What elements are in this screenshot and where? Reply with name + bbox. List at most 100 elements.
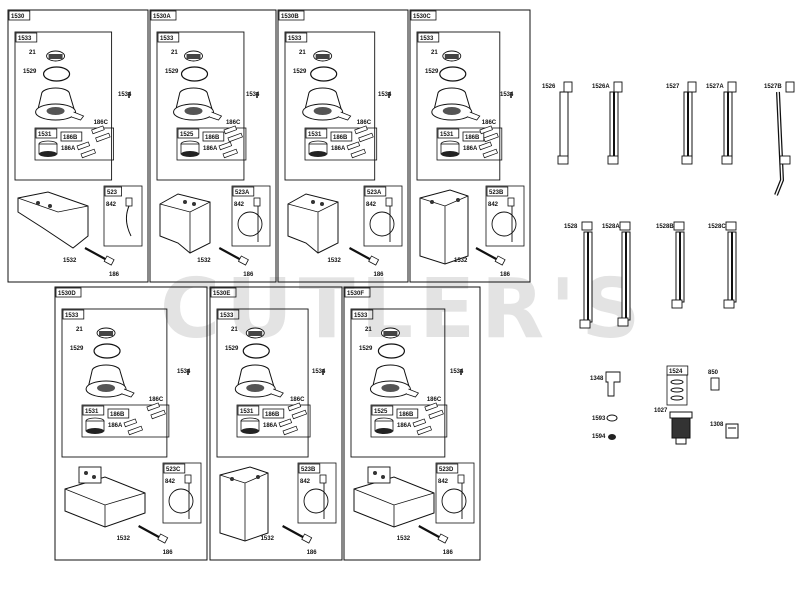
kit-frame [666,374,688,406]
part-number-tag [177,128,200,139]
cap-shape [315,54,330,59]
blower-housing [419,189,469,265]
filter-frame [304,127,378,161]
part-label: 186C [94,120,109,126]
part-number-label: 523C [166,467,181,473]
blower-housing [219,472,269,541]
cap-shape [248,331,263,336]
filter-element [181,151,199,157]
part-number-label: 523A [235,190,250,196]
tube-1528c: 1528C [708,221,737,309]
carb-body [184,107,203,115]
part-label: 1527B [764,84,782,90]
tube-fitting [687,81,697,93]
tube-bottle [710,377,720,391]
tube-fitting [727,81,737,93]
part-number-label: 523 [107,190,118,196]
fitting-shape [218,141,233,151]
bolt-hole [320,202,324,206]
carb-body [467,111,481,121]
filter-element [39,151,57,157]
part-number-tag [298,463,321,474]
fitting-shape [223,125,238,135]
part-label: 186A [203,146,218,152]
washer-shape [608,434,616,440]
fitting-shape [222,148,238,159]
bolt-shape [348,247,373,261]
clip-shape [253,197,261,207]
gauge-shape [369,211,395,237]
bolt-hole [256,475,260,479]
part-label: 842 [165,479,176,485]
subassembly-frame [14,31,113,181]
part-number-tag [437,128,460,139]
gasket-ring [42,66,71,82]
fitting-shape [483,132,499,143]
part-number-label: 186B [110,412,125,418]
part-label: 1528B [656,224,674,230]
part-number-tag [285,32,308,43]
tube-fitting [681,155,693,165]
bolt-shape [282,525,306,539]
part-label: 1532 [63,258,77,264]
part-number-label: 1533 [288,36,302,42]
fitting-shape [354,125,368,135]
part-number-tag [417,32,440,43]
part-label: 186 [163,550,174,556]
carb-body [271,388,284,398]
part-label: 1527 [666,84,680,90]
filter-frame [370,404,448,438]
fitting-shape [278,418,293,428]
part-label: 186C [149,397,164,403]
part-label: 21 [171,50,178,56]
o-ring [670,379,684,385]
part-number-tag [202,131,225,142]
carb-body [71,111,85,121]
fitting-shape [287,402,302,412]
bolt-shape [237,255,249,266]
part-label: 1526 [542,84,556,90]
gasket-ring [180,66,209,82]
part-number-tag [344,287,371,298]
part-label: 1526A [592,84,610,90]
part-label: 1534 [246,92,260,98]
part-label: 1529 [293,69,307,75]
part-number-label: 1525 [180,132,194,138]
part-number-tag [262,408,285,419]
part-label: 1528 [564,224,578,230]
gauge-shape [237,211,263,237]
tube-fitting [619,221,631,231]
bolt-hole [430,200,434,204]
part-number-label: 1525 [374,409,388,415]
part-number-tag [305,128,328,139]
fuel-frame [363,185,403,247]
gasket-ring [310,66,338,82]
part-number-tag [82,405,105,416]
fitting-shape [127,425,143,436]
watermark: CUTLER'S [160,262,647,357]
carb-body [121,388,135,398]
blower-housing [159,201,211,253]
carb-body [406,388,420,398]
bolt-shape [494,255,506,266]
part-number-label: 1533 [354,313,368,319]
gasket-ring [377,343,406,359]
clip-shape [457,474,465,484]
part-number-label: 523A [367,190,382,196]
part-number-tag [107,408,130,419]
fitting-shape [282,425,298,436]
carb-body [338,111,352,121]
panel-frame [7,9,149,283]
filter-frame [81,404,170,438]
part-number-tag [8,10,31,21]
part-number-label: 1530B [281,14,299,20]
tube-fitting [721,155,733,165]
fitting-shape [482,148,498,159]
fitting-shape [428,409,444,420]
part-label: 1529 [225,346,239,352]
part-label: 21 [231,327,238,333]
part-label: 850 [708,370,719,376]
part-number-label: 1533 [220,313,234,319]
